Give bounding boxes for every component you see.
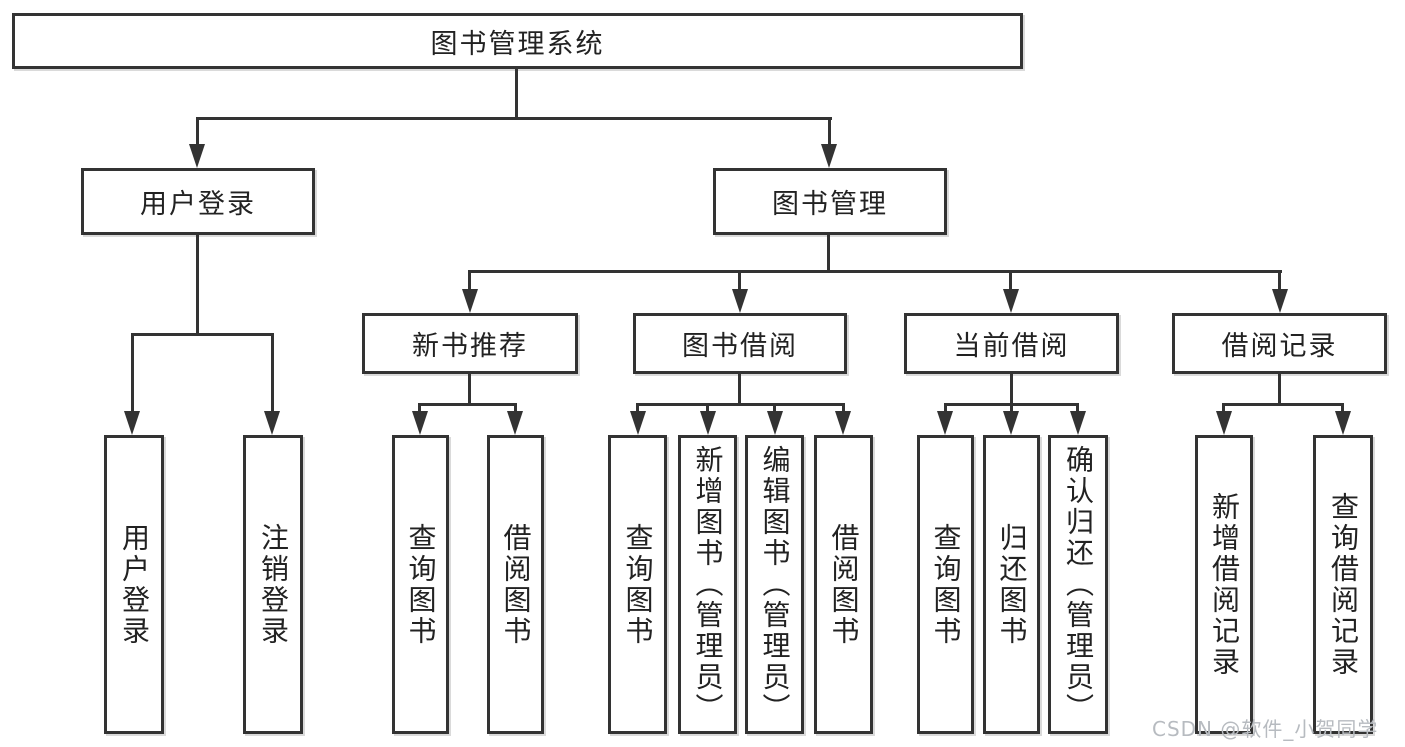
connector-line (515, 68, 518, 120)
node-new-book-recommendation-label: 新书推荐 (412, 331, 528, 362)
connector-line (468, 374, 471, 405)
watermark: CSDN @软件_小贺同学 (1152, 717, 1379, 741)
node-new-book-recommendation: 新书推荐 (362, 313, 578, 374)
connector-line (706, 403, 709, 413)
leaf-confirm-return-admin: 确认归还（管理员） (1048, 435, 1108, 734)
connector-line (827, 235, 830, 273)
connector-line (1278, 374, 1281, 405)
connector-line (1223, 403, 1344, 406)
connector-line (944, 403, 947, 413)
node-book-borrowing-label: 图书借阅 (682, 331, 798, 362)
connector-line (636, 403, 639, 413)
connector-line (514, 403, 517, 413)
connector-line (468, 270, 471, 290)
arrow-down-icon (1070, 411, 1086, 435)
arrow-down-icon (767, 411, 783, 435)
leaf-add-books-admin-label: 新增图书（管理员） (691, 445, 725, 724)
connector-line (738, 270, 741, 290)
leaf-query-borrow-record-label: 查询借阅记录 (1327, 491, 1360, 678)
leaf-add-borrow-record: 新增借阅记录 (1195, 435, 1253, 734)
arrow-down-icon (1003, 289, 1019, 313)
connector-line (1341, 403, 1344, 413)
connector-line (196, 235, 199, 336)
node-user-login-label: 用户登录 (140, 189, 256, 220)
leaf-return-books: 归还图书 (983, 435, 1040, 734)
arrow-down-icon (189, 144, 205, 168)
connector-line (828, 117, 831, 147)
arrow-down-icon (821, 144, 837, 168)
connector-line (418, 403, 517, 406)
leaf-query-books-current: 查询图书 (917, 435, 974, 734)
leaf-edit-books-admin: 编辑图书（管理员） (745, 435, 804, 734)
node-book-management-label: 图书管理 (772, 189, 888, 220)
leaf-user-login: 用户登录 (104, 435, 164, 734)
node-root: 图书管理系统 (12, 13, 1023, 69)
connector-line (1222, 403, 1225, 413)
arrow-down-icon (264, 411, 280, 435)
arrow-down-icon (507, 411, 523, 435)
connector-line (418, 403, 421, 413)
node-borrowing-records: 借阅记录 (1172, 313, 1387, 374)
leaf-query-books-current-label: 查询图书 (929, 522, 963, 647)
connector-line (636, 403, 845, 406)
leaf-query-books-recommend-label: 查询图书 (404, 522, 438, 647)
connector-line (1010, 374, 1013, 405)
leaf-add-books-admin: 新增图书（管理员） (678, 435, 737, 734)
arrow-down-icon (835, 411, 851, 435)
arrow-down-icon (124, 411, 140, 435)
connector-line (1076, 403, 1079, 413)
connector-line (738, 374, 741, 405)
leaf-borrow-books-recommend-label: 借阅图书 (499, 522, 533, 647)
leaf-query-borrow-record: 查询借阅记录 (1313, 435, 1373, 734)
arrow-down-icon (630, 411, 646, 435)
node-current-borrowing: 当前借阅 (904, 313, 1119, 374)
arrow-down-icon (412, 411, 428, 435)
connector-line (469, 270, 1282, 273)
leaf-logout: 注销登录 (243, 435, 303, 734)
leaf-user-login-label: 用户登录 (118, 522, 151, 647)
node-book-management: 图书管理 (713, 168, 947, 235)
connector-line (196, 117, 199, 147)
leaf-add-borrow-record-label: 新增借阅记录 (1208, 491, 1241, 678)
connector-line (196, 117, 832, 120)
leaf-borrow-books-borrowing: 借阅图书 (814, 435, 873, 734)
arrow-down-icon (1003, 411, 1019, 435)
connector-line (1010, 403, 1013, 413)
connector-line (842, 403, 845, 413)
connector-line (1009, 270, 1012, 290)
leaf-edit-books-admin-label: 编辑图书（管理员） (758, 445, 792, 724)
connector-line (773, 403, 776, 413)
leaf-query-books-recommend: 查询图书 (392, 435, 449, 734)
node-current-borrowing-label: 当前借阅 (953, 331, 1070, 362)
arrow-down-icon (732, 289, 748, 313)
node-borrowing-records-label: 借阅记录 (1221, 331, 1338, 362)
node-user-login: 用户登录 (81, 168, 315, 235)
connector-line (131, 333, 274, 336)
leaf-return-books-label: 归还图书 (995, 522, 1029, 647)
arrow-down-icon (1335, 411, 1351, 435)
node-book-borrowing: 图书借阅 (633, 313, 847, 374)
arrow-down-icon (1216, 411, 1232, 435)
connector-line (271, 333, 274, 411)
leaf-borrow-books-borrowing-label: 借阅图书 (827, 522, 861, 647)
connector-line (131, 333, 134, 411)
leaf-confirm-return-admin-label: 确认归还（管理员） (1062, 445, 1095, 724)
leaf-query-books-borrowing-label: 查询图书 (621, 522, 655, 647)
leaf-logout-label: 注销登录 (257, 522, 290, 647)
leaf-borrow-books-recommend: 借阅图书 (487, 435, 544, 734)
node-root-label: 图书管理系统 (430, 28, 605, 60)
arrow-down-icon (937, 411, 953, 435)
connector-line (1278, 270, 1281, 290)
arrow-down-icon (462, 289, 478, 313)
leaf-query-books-borrowing: 查询图书 (608, 435, 667, 734)
arrow-down-icon (1272, 289, 1288, 313)
arrow-down-icon (700, 411, 716, 435)
